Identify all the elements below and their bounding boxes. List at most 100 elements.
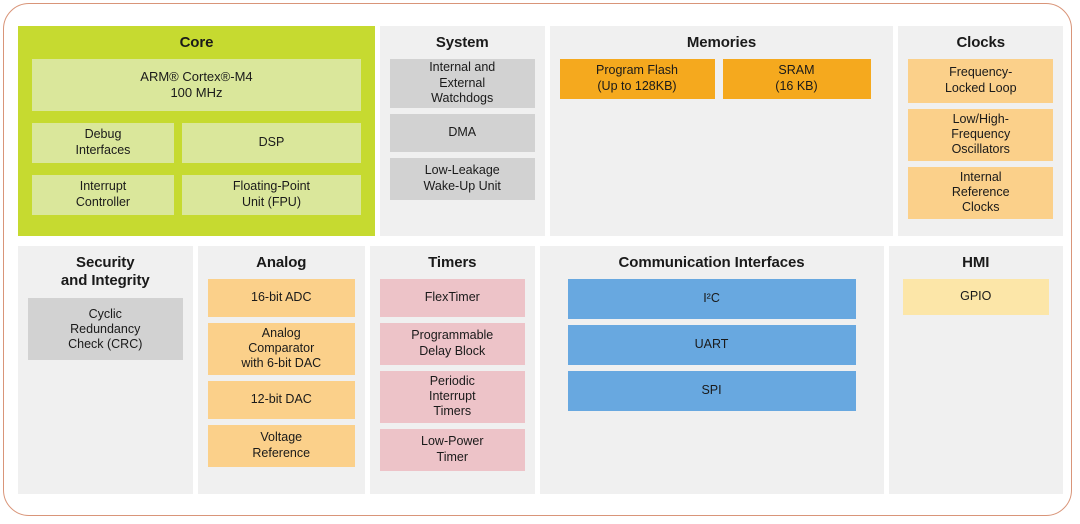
block-frequency-locked-loop-line2: Locked Loop (944, 80, 1017, 95)
block-uart-label: UART (694, 337, 729, 352)
panel-title-security-line2: and Integrity (60, 271, 150, 289)
block-low-leakage-wakeup-unit-line2: Wake-Up Unit (423, 178, 501, 193)
block-i2c-label: I²C (703, 291, 720, 306)
core-row-debug-dsp: Debug Interfaces DSP (32, 122, 361, 163)
timers-block-list: FlexTimer Programmable Delay Block Perio… (380, 278, 525, 471)
block-low-power-timer[interactable]: Low-Power Timer (380, 428, 525, 471)
panel-timers: Timers FlexTimer Programmable Delay Bloc… (370, 246, 535, 494)
block-i2c[interactable]: I²C (567, 278, 856, 319)
block-gpio[interactable]: GPIO (902, 278, 1049, 315)
core-row-interrupt-fpu: Interrupt Controller Floating-Point Unit… (32, 174, 361, 215)
diagram-row-top: Core ARM® Cortex®-M4 100 MHz Debug Inter… (18, 26, 1064, 236)
panel-hmi: HMI GPIO (888, 246, 1063, 494)
block-watchdogs-line3: Watchdogs (431, 90, 494, 105)
block-cyclic-redundancy-check[interactable]: Cyclic Redundancy Check (CRC) (28, 298, 183, 361)
block-dsp-label: DSP (258, 135, 285, 150)
core-block-list: ARM® Cortex®-M4 100 MHz Debug Interfaces (32, 58, 361, 215)
block-dma[interactable]: DMA (389, 113, 535, 152)
block-internal-reference-clocks-line2: Reference (951, 185, 1010, 200)
block-frequency-locked-loop[interactable]: Frequency- Locked Loop (908, 58, 1054, 103)
block-sram[interactable]: SRAM (16 KB) (722, 58, 871, 99)
block-periodic-interrupt-timers[interactable]: Periodic Interrupt Timers (380, 370, 525, 423)
block-oscillators-line3: Oscillators (951, 142, 1010, 157)
block-sram-line2: (16 KB) (775, 78, 818, 93)
block-low-leakage-wakeup-unit-line1: Low-Leakage (424, 163, 500, 178)
block-programmable-delay-block-line1: Programmable (411, 328, 494, 343)
block-arm-cortex-m4-line2: 100 MHz (170, 84, 223, 100)
panel-title-system: System (435, 34, 489, 51)
panel-title-timers: Timers (428, 254, 477, 271)
block-voltage-reference[interactable]: Voltage Reference (207, 424, 356, 467)
block-low-power-timer-line1: Low-Power (421, 434, 484, 449)
panel-title-communication-interfaces: Communication Interfaces (618, 254, 805, 271)
block-sram-line1: SRAM (778, 63, 815, 78)
panel-title-analog: Analog (256, 254, 307, 271)
block-programmable-delay-block[interactable]: Programmable Delay Block (380, 322, 525, 365)
block-voltage-reference-line1: Voltage (260, 430, 303, 445)
panel-title-security-line1: Security (76, 254, 135, 271)
security-block-list: Cyclic Redundancy Check (CRC) (28, 298, 183, 361)
block-internal-reference-clocks-line3: Clocks (961, 200, 1000, 215)
panel-communication-interfaces: Communication Interfaces I²C UART SPI (539, 246, 884, 494)
block-analog-comparator-line1: Analog (261, 325, 301, 340)
block-16-bit-adc[interactable]: 16-bit ADC (207, 278, 356, 317)
block-voltage-reference-line2: Reference (252, 445, 311, 460)
panel-title-security: Security and Integrity (28, 254, 183, 289)
block-oscillators-line1: Low/High- (952, 111, 1009, 126)
block-gpio-label: GPIO (960, 289, 992, 304)
block-arm-cortex-m4[interactable]: ARM® Cortex®-M4 100 MHz (32, 58, 361, 111)
block-uart[interactable]: UART (567, 324, 856, 365)
block-crc-line2: Redundancy (70, 321, 141, 336)
block-programmable-delay-block-line2: Delay Block (419, 343, 486, 358)
panel-title-hmi: HMI (962, 254, 990, 271)
block-crc-line3: Check (CRC) (68, 337, 143, 351)
block-watchdogs-line1: Internal and (429, 60, 496, 75)
diagram-outer-frame: Core ARM® Cortex®-M4 100 MHz Debug Inter… (3, 3, 1072, 516)
block-floating-point-unit-line1: Floating-Point (232, 179, 311, 194)
block-periodic-interrupt-timers-line2: Interrupt (429, 389, 476, 404)
block-dma-label: DMA (448, 125, 477, 140)
panel-title-clocks: Clocks (956, 34, 1006, 51)
block-crc-line1: Cyclic (88, 306, 122, 321)
block-analog-comparator[interactable]: Analog Comparator with 6-bit DAC (207, 322, 356, 375)
communication-block-list: I²C UART SPI (550, 278, 874, 411)
system-block-list: Internal and External Watchdogs DMA Low-… (389, 58, 535, 200)
block-internal-reference-clocks[interactable]: Internal Reference Clocks (908, 166, 1054, 219)
block-12-bit-dac-label: 12-bit DAC (250, 392, 312, 407)
block-floating-point-unit[interactable]: Floating-Point Unit (FPU) (182, 174, 361, 215)
block-floating-point-unit-line2: Unit (FPU) (241, 194, 301, 209)
panel-security-and-integrity: Security and Integrity Cyclic Redundancy… (18, 246, 193, 494)
diagram-grid: Core ARM® Cortex®-M4 100 MHz Debug Inter… (18, 26, 1064, 494)
block-12-bit-dac[interactable]: 12-bit DAC (207, 380, 356, 419)
block-internal-reference-clocks-line1: Internal (959, 169, 1002, 184)
memories-block-list: Program Flash (Up to 128KB) SRAM (16 KB) (559, 58, 884, 99)
block-16-bit-adc-label: 16-bit ADC (251, 290, 312, 305)
panel-title-memories: Memories (686, 34, 757, 51)
block-analog-comparator-line3: with 6-bit DAC (241, 356, 322, 371)
block-interrupt-controller-line1: Interrupt (79, 179, 127, 194)
block-program-flash-line2: (Up to 128KB) (597, 78, 677, 93)
block-debug-interfaces-line1: Debug (84, 127, 122, 142)
block-spi[interactable]: SPI (567, 370, 856, 411)
block-frequency-locked-loop-line1: Frequency- (949, 65, 1013, 80)
panel-title-core: Core (179, 34, 214, 51)
block-periodic-interrupt-timers-line3: Timers (433, 404, 472, 419)
block-program-flash[interactable]: Program Flash (Up to 128KB) (559, 58, 715, 99)
block-debug-interfaces[interactable]: Debug Interfaces (32, 122, 174, 163)
panel-analog: Analog 16-bit ADC Analog Comparator with… (197, 246, 366, 494)
block-spi-label: SPI (701, 383, 722, 398)
hmi-block-list: GPIO (899, 278, 1054, 315)
block-interrupt-controller[interactable]: Interrupt Controller (32, 174, 174, 215)
panel-system: System Internal and External Watchdogs D… (379, 26, 545, 236)
block-watchdogs-line2: External (439, 75, 486, 90)
block-watchdogs[interactable]: Internal and External Watchdogs (389, 58, 535, 108)
block-debug-interfaces-line2: Interfaces (75, 142, 131, 157)
block-oscillators[interactable]: Low/High- Frequency Oscillators (908, 108, 1054, 161)
block-analog-comparator-line2: Comparator (248, 341, 315, 356)
block-low-leakage-wakeup-unit[interactable]: Low-Leakage Wake-Up Unit (389, 157, 535, 200)
block-program-flash-line1: Program Flash (596, 63, 678, 78)
block-dsp[interactable]: DSP (182, 122, 361, 163)
block-flextimer[interactable]: FlexTimer (380, 278, 525, 317)
panel-core: Core ARM® Cortex®-M4 100 MHz Debug Inter… (18, 26, 375, 236)
block-low-power-timer-line2: Timer (436, 449, 469, 464)
